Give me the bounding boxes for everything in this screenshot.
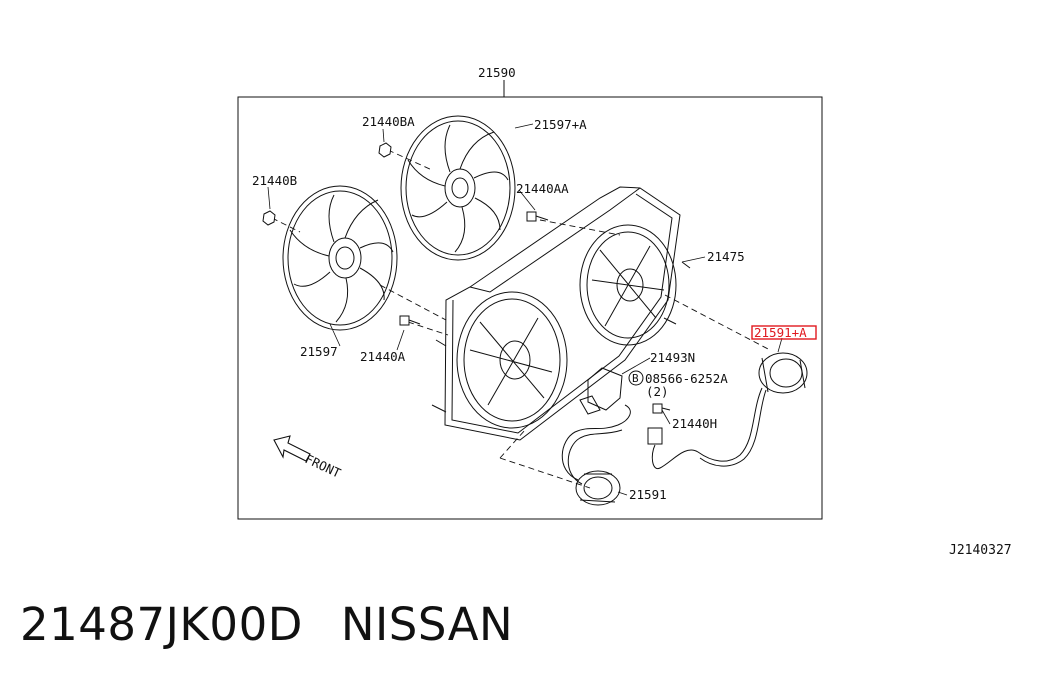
leader-lines bbox=[267, 123, 783, 496]
fan-blade-upper bbox=[400, 115, 516, 261]
resistor-block bbox=[579, 367, 623, 415]
callout-21440ba: 21440BA bbox=[362, 114, 415, 129]
footer-caption: 21487JK00D NISSAN bbox=[20, 598, 513, 651]
callout-21597: 21597 bbox=[300, 344, 338, 359]
assembly-frame bbox=[237, 96, 823, 520]
motor-highlighted bbox=[647, 352, 808, 470]
front-arrow-icon bbox=[273, 435, 311, 462]
highlight-box bbox=[751, 325, 817, 340]
callout-21440h: 21440H bbox=[672, 416, 717, 431]
bolt-21440aa-icon bbox=[526, 211, 549, 222]
assembly-label: 21590 bbox=[478, 65, 516, 80]
reference-code: J2140327 bbox=[949, 543, 1012, 558]
guide-lines bbox=[271, 149, 771, 489]
front-label: FRONT bbox=[303, 451, 344, 481]
callout-screw-qty: (2) bbox=[646, 384, 669, 399]
callout-21493n: 21493N bbox=[650, 350, 695, 365]
callout-21591a: 21591+A bbox=[754, 325, 807, 340]
callout-21440a: 21440A bbox=[360, 349, 406, 364]
callout-21597a: 21597+A bbox=[534, 117, 587, 132]
nut-21440ba-icon bbox=[378, 142, 392, 158]
fan-shroud bbox=[431, 186, 691, 441]
screw-symbol-letter: B bbox=[632, 372, 639, 385]
callout-21475: 21475 bbox=[707, 249, 745, 264]
bolt-21440h-icon bbox=[652, 403, 671, 414]
callout-21440b: 21440B bbox=[252, 173, 297, 188]
callout-21591: 21591 bbox=[629, 487, 667, 502]
nut-21440b-icon bbox=[262, 210, 276, 226]
motor-lower bbox=[561, 404, 631, 506]
part-number: 21487JK00D bbox=[20, 598, 303, 651]
fasteners bbox=[262, 142, 671, 414]
brand-name: NISSAN bbox=[340, 598, 514, 651]
fan-blade-lower bbox=[282, 185, 398, 331]
screw-symbol-icon bbox=[628, 370, 644, 386]
callout-screw: 08566-6252A bbox=[645, 371, 728, 386]
callout-21440aa: 21440AA bbox=[516, 181, 569, 196]
bolt-21440a-icon bbox=[399, 315, 421, 326]
